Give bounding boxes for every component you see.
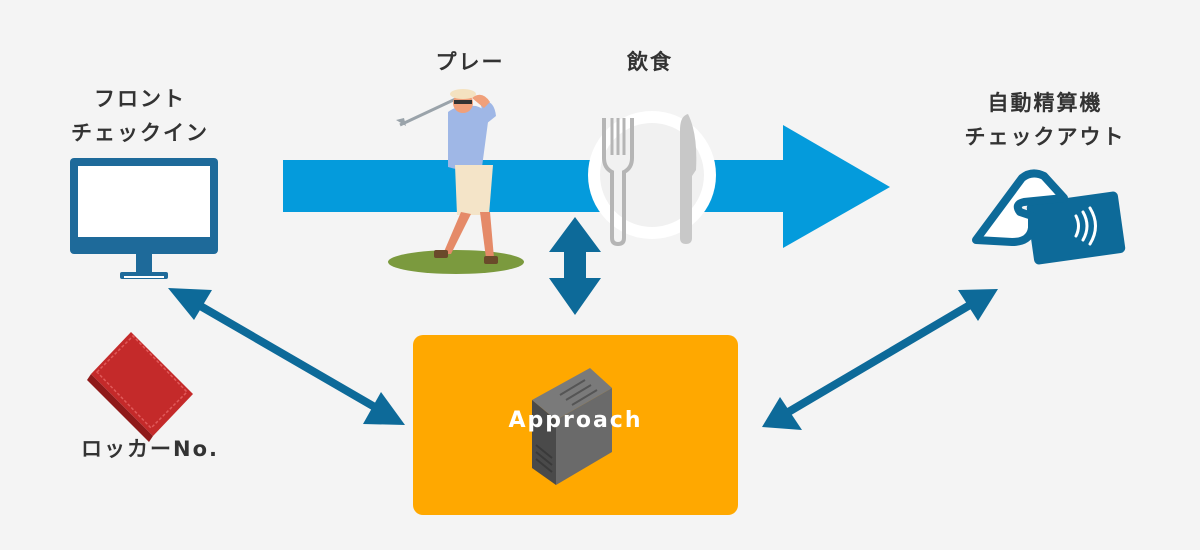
checkout-label: 自動精算機 チェックアウト: [935, 86, 1155, 154]
server-tower-icon: [532, 368, 612, 485]
front-checkin-label: フロント チェックイン: [40, 82, 240, 150]
plate-icon: [588, 111, 716, 247]
play-label: プレー: [435, 50, 505, 74]
card-payment-icon: [972, 169, 1126, 265]
main-flow-arrow: [283, 125, 890, 248]
arrow-monitor-server: [168, 288, 405, 425]
approach-label: Approach: [508, 408, 643, 433]
front-label-line2: チェックイン: [71, 121, 209, 145]
checkout-label-line1: 自動精算機: [987, 91, 1103, 115]
dining-label: 飲食: [627, 50, 673, 74]
wallet-icon: [87, 332, 193, 442]
front-label-line1: フロント: [94, 87, 186, 111]
monitor-icon: [70, 158, 218, 279]
golfer-icon: [388, 89, 524, 274]
vertical-double-arrow: [549, 217, 601, 315]
arrow-server-checkout: [762, 289, 998, 430]
checkout-label-line2: チェックアウト: [964, 125, 1126, 149]
